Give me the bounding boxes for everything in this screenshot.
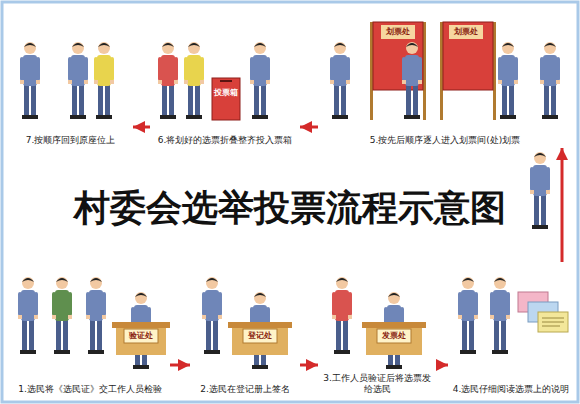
- flow-arrow: [561, 148, 564, 262]
- flow-arrow: [133, 126, 150, 129]
- voter-figure: [498, 42, 518, 119]
- voter-figure: [202, 277, 222, 354]
- sign-label: 划票处: [386, 28, 410, 37]
- poster-title: 村委会选举投票流程示意图: [0, 186, 580, 229]
- desk-top: [362, 322, 426, 328]
- desk-front: [232, 328, 288, 355]
- voter-figure: [20, 42, 40, 119]
- ballot-issuing: [332, 277, 426, 369]
- sign-label: 发票处: [382, 332, 406, 341]
- step-panel: 4.选民仔细阅读选票上的说明: [448, 262, 574, 397]
- desk-front: [366, 328, 422, 355]
- step-caption: 6.将划好的选票折叠整齐投入票箱: [153, 135, 297, 146]
- ballot-box: [212, 78, 240, 120]
- desk-top: [112, 322, 170, 328]
- step-panel: 7.按顺序回到原座位上: [8, 8, 133, 148]
- voter-figure: [330, 42, 350, 119]
- booth-sign: [381, 25, 415, 39]
- voters-returning: [20, 42, 114, 119]
- step-panel: 3.工作人员验证后将选票发给选民: [318, 262, 436, 397]
- desk-top: [228, 322, 292, 328]
- voting-booths: [330, 22, 560, 120]
- step-panel: 2.选民在登记册上签名: [190, 262, 300, 397]
- desk-sign: [124, 329, 158, 343]
- flow-arrow: [436, 364, 448, 367]
- voter-figure: [402, 42, 422, 119]
- step-panel: 5.按先后顺序逐人进入划票间(处)划票: [318, 8, 572, 148]
- voter-figure: [250, 42, 270, 119]
- certificate-check: [18, 277, 170, 369]
- booth-sign: [449, 25, 483, 39]
- voter-figure: [184, 42, 204, 119]
- step-panel: 6.将划好的选票折叠整齐投入票箱: [150, 8, 300, 148]
- flow-arrow: [300, 364, 318, 367]
- step-caption: 2.选民在登记册上签名: [193, 384, 297, 395]
- step-caption: 3.工作人员验证后将选票发给选民: [321, 373, 433, 396]
- voter-figure: [530, 152, 550, 229]
- step-caption: 7.按顺序回到原座位上: [11, 135, 130, 146]
- sign-label: 投票箱: [214, 89, 238, 98]
- voter-figure: [94, 42, 114, 119]
- sign-label: 划票处: [454, 28, 478, 37]
- voter-figure: [68, 42, 88, 119]
- ballot-card: [538, 312, 568, 332]
- step-caption: 1.选民将《选民证》交工作人员检验: [13, 384, 167, 395]
- ballot-slot: [220, 80, 232, 82]
- desk-sign: [377, 329, 411, 343]
- sign-label: 验证处: [129, 332, 153, 341]
- register-signing: [202, 277, 292, 369]
- voter-figure: [540, 42, 560, 119]
- voter-figure: [86, 277, 106, 354]
- step-panel: 1.选民将《选民证》交工作人员检验: [10, 262, 170, 397]
- voter-figure: [490, 277, 510, 354]
- flow-arrow: [300, 126, 318, 129]
- ballot-casting: [158, 42, 270, 120]
- step-caption: 4.选民仔细阅读选票上的说明: [451, 384, 571, 395]
- voter-figure: [332, 277, 352, 354]
- voter-figure: [18, 277, 38, 354]
- voter-figure: [158, 42, 178, 119]
- booth-curtain: [443, 22, 493, 90]
- desk-front: [116, 328, 166, 355]
- step-caption: 5.按先后顺序逐人进入划票间(处)划票: [321, 135, 569, 146]
- ballot-reading: [458, 277, 568, 354]
- flow-arrow: [170, 364, 190, 367]
- desk-sign: [243, 329, 277, 343]
- sign-label: 登记处: [248, 332, 272, 341]
- voter-figure: [52, 277, 72, 354]
- voter-figure: [458, 277, 478, 354]
- ballot-lines: [542, 318, 564, 326]
